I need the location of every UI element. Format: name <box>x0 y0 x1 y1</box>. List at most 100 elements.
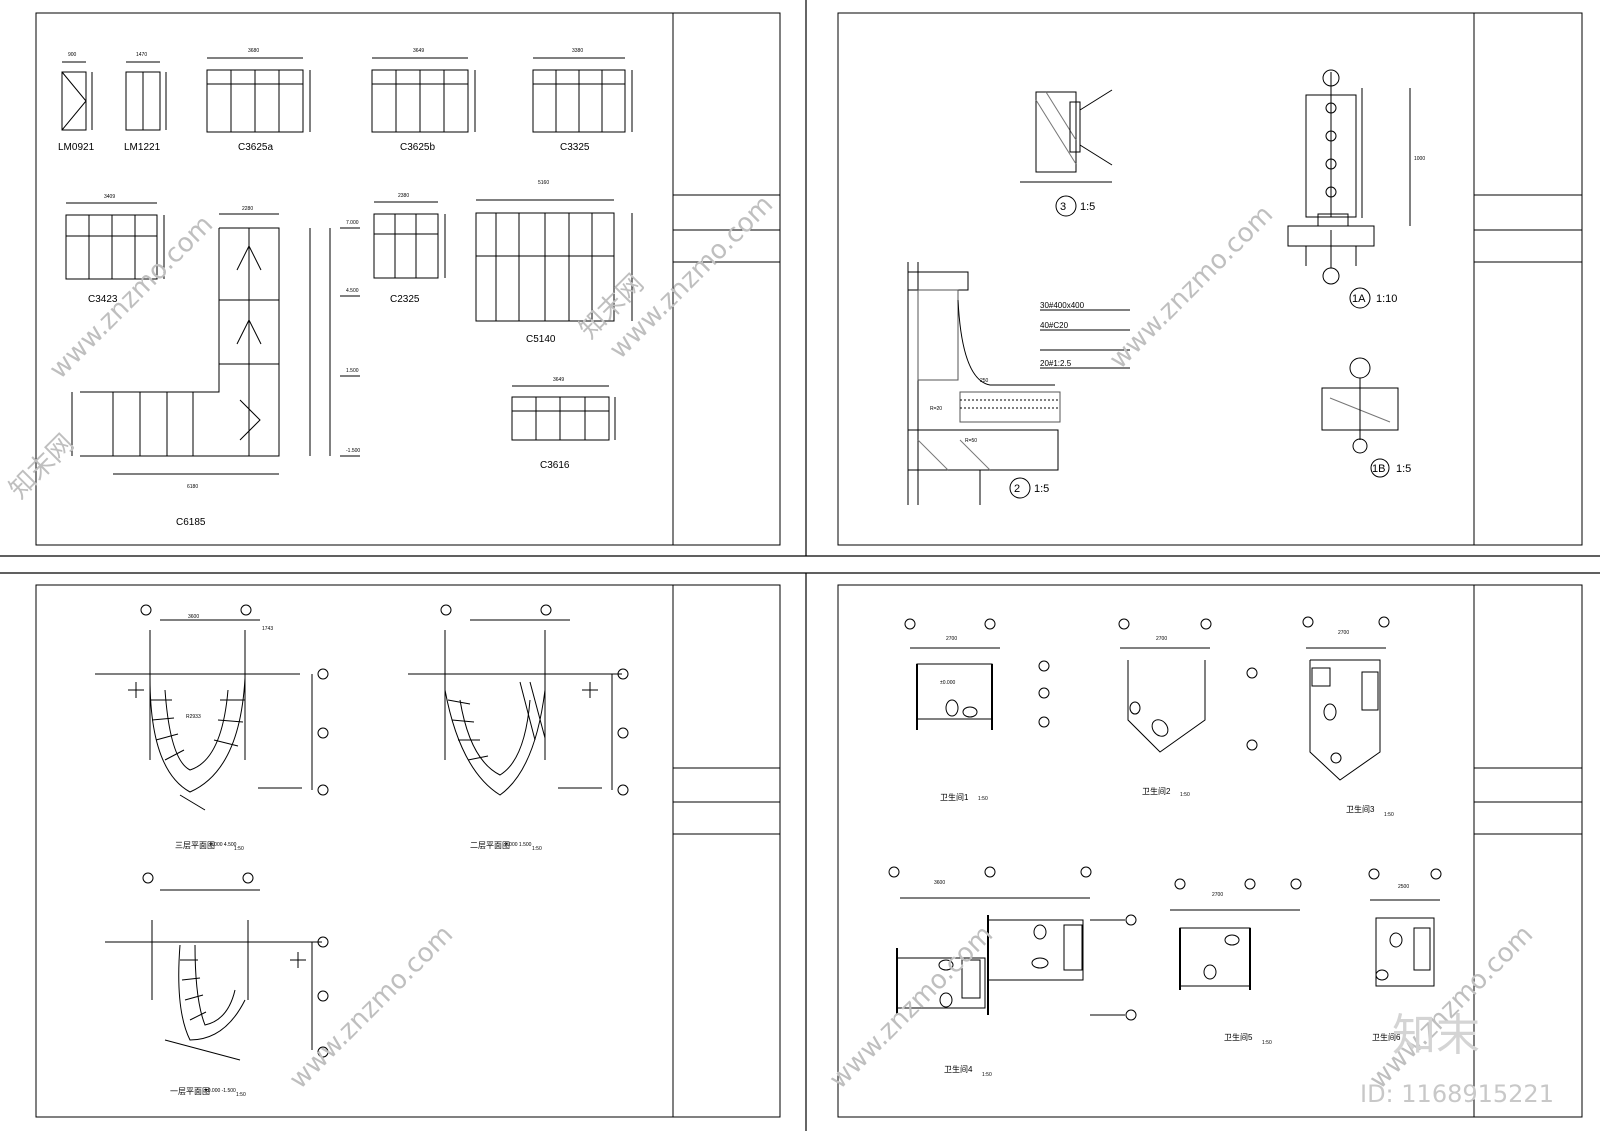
label-c2325: C2325 <box>390 294 420 305</box>
dim-r50: R=50 <box>965 438 977 444</box>
level-mid: 4.500 <box>346 288 359 294</box>
label-c6185: C6185 <box>176 517 206 528</box>
label-c5140: C5140 <box>526 334 556 345</box>
watermark-layer: www.znzmo.com www.znzmo.com www.znzmo.co… <box>4 190 1554 1108</box>
bath-2-scale: 1:50 <box>1180 792 1190 798</box>
watermark-text-4: www.znzmo.com <box>284 920 459 1095</box>
detail-1b-id: 1B <box>1372 463 1385 475</box>
bath-6-title: 卫生间6 <box>1372 1032 1401 1042</box>
plan-2f-scale: 1:50 <box>532 846 542 852</box>
detail-1a <box>1287 69 1411 309</box>
label-lm1221: LM1221 <box>124 142 161 153</box>
dim-lm1221-w: 1470 <box>136 52 147 58</box>
level-neg: -1.500 <box>346 448 360 454</box>
bath-5-title: 卫生间5 <box>1224 1032 1253 1042</box>
detail-3-scale: 1:5 <box>1080 201 1095 213</box>
plan-1f-title: 一层平面图 <box>170 1087 210 1096</box>
bath-3-scale: 1:50 <box>1384 812 1394 818</box>
elev-c3616 <box>511 385 616 441</box>
label-c3325: C3325 <box>560 142 590 153</box>
bath-5-scale: 1:50 <box>1262 1040 1272 1046</box>
note-3: 20#1:2.5 <box>1040 359 1072 368</box>
plan-3f-level: 6.000 4.500 <box>210 842 237 848</box>
dim-c3625b-w: 3649 <box>413 48 424 54</box>
dim-c3325-w: 3380 <box>572 48 583 54</box>
plan-2f-level: 3.000 1.500 <box>505 842 532 848</box>
dim-c3625a-w: 3680 <box>248 48 259 54</box>
watermark-id: ID: 1168915221 <box>1360 1080 1554 1108</box>
bath-3-w: 2700 <box>1338 630 1349 636</box>
watermark-text-6: www.znzmo.com <box>1364 920 1539 1095</box>
plan-2f-title: 二层平面图 <box>470 841 510 850</box>
detail-1b <box>1321 357 1399 478</box>
dim-stair-w: 2280 <box>242 206 253 212</box>
elev-lm0921 <box>61 61 93 131</box>
watermark-cn-1: 知末网 <box>4 429 80 505</box>
detail-2-id: 2 <box>1014 483 1020 495</box>
dim-c3423-w: 3409 <box>104 194 115 200</box>
stair-plan-1f <box>105 872 329 1061</box>
plan-3f-r2933: R2933 <box>186 714 201 720</box>
bath-3-title: 卫生间3 <box>1346 804 1375 814</box>
plan-3f-title: 三层平面图 <box>175 841 215 850</box>
bath-4 <box>888 866 1137 1021</box>
detail-1a-id: 1A <box>1352 293 1366 305</box>
level-top: 7.000 <box>346 220 359 226</box>
label-c3616: C3616 <box>540 460 570 471</box>
stair-plan-3f <box>95 604 329 811</box>
detail-1a-scale: 1:10 <box>1376 293 1397 305</box>
dim-h1000: 1000 <box>1414 156 1425 162</box>
dim-c2325-w: 2380 <box>398 193 409 199</box>
plan-1f-scale: 1:50 <box>236 1092 246 1098</box>
plan-3f-w1743: 1743 <box>262 626 273 632</box>
detail-2 <box>907 262 1130 505</box>
note-1: 30#400x400 <box>1040 301 1085 310</box>
bath-4-w: 3600 <box>934 880 945 886</box>
dim-c3616-w: 3649 <box>553 377 564 383</box>
watermark-logo: 知末 <box>1392 1010 1480 1061</box>
bath-3 <box>1246 616 1390 781</box>
detail-3-id: 3 <box>1060 201 1066 213</box>
dim-lm0921-w: 900 <box>68 52 77 58</box>
dim-d250: 250 <box>980 378 989 384</box>
note-2: 40#C20 <box>1040 321 1069 330</box>
bath-1-title: 卫生间1 <box>940 792 969 802</box>
label-c3625a: C3625a <box>238 142 273 153</box>
panel-frame-bottom-right <box>837 584 1583 1118</box>
dim-c5140-w: 5160 <box>538 180 549 186</box>
elev-c2325 <box>373 201 446 279</box>
bath-6 <box>1368 868 1442 987</box>
bath-5-w: 2700 <box>1212 892 1223 898</box>
bath-6-w: 2500 <box>1398 884 1409 890</box>
elev-c6185 <box>71 213 360 475</box>
plan-3f-scale: 1:50 <box>234 846 244 852</box>
elev-c3625a <box>206 57 311 133</box>
panel-frame-bottom-left <box>35 584 781 1118</box>
stair-plan-2f <box>408 604 629 796</box>
detail-2-scale: 1:5 <box>1034 483 1049 495</box>
elev-lm1221 <box>125 61 167 131</box>
bath-5 <box>1170 878 1302 990</box>
bath-1-scale: 1:50 <box>978 796 988 802</box>
label-lm0921: LM0921 <box>58 142 95 153</box>
plan-3f-w3600: 3600 <box>188 614 199 620</box>
bath-2-w: 2700 <box>1156 636 1167 642</box>
dim-c6185-w: 6180 <box>187 484 198 490</box>
bath-4-title: 卫生间4 <box>944 1064 973 1074</box>
plan-1f-level: ±0.000 -1.500 <box>205 1088 236 1094</box>
bath-2 <box>1118 618 1212 753</box>
label-c3423: C3423 <box>88 294 118 305</box>
panel-frame-top-left <box>35 12 781 546</box>
bath-1-w: 2700 <box>946 636 957 642</box>
bath-4-scale: 1:50 <box>982 1072 992 1078</box>
level-low: 1.500 <box>346 368 359 374</box>
dim-r20: R=20 <box>930 406 942 412</box>
elev-c5140 <box>475 199 633 322</box>
elev-c3423 <box>65 202 165 280</box>
detail-1b-scale: 1:5 <box>1396 463 1411 475</box>
detail-3 <box>1020 89 1113 217</box>
label-c3625b: C3625b <box>400 142 435 153</box>
bath-2-title: 卫生间2 <box>1142 786 1171 796</box>
panel-frame-top-right <box>837 12 1583 546</box>
